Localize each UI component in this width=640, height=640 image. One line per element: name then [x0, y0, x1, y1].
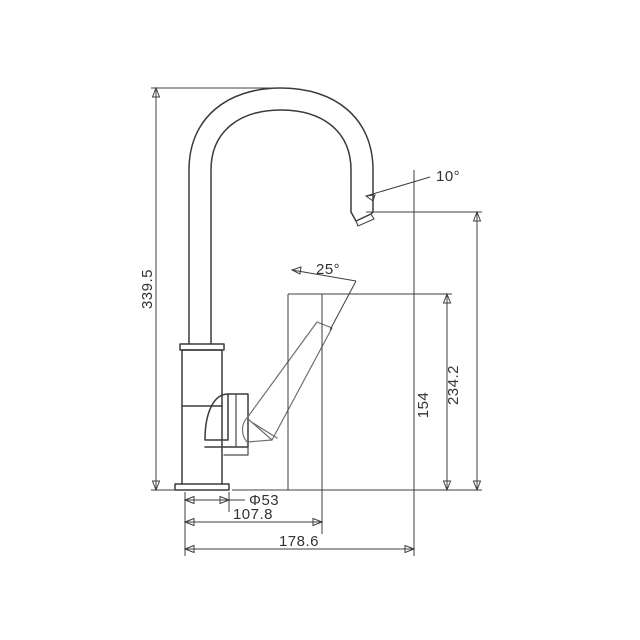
base-plate-outline — [174, 483, 230, 491]
spout-riser-left-outline — [188, 87, 374, 345]
arrow-body-height-bottom — [442, 480, 452, 492]
base-diameter-label: Φ53 — [249, 492, 279, 509]
body-lower-outline — [181, 405, 223, 485]
total-height-label: 339.5 — [139, 269, 156, 309]
arrow-spout-height-top — [472, 210, 482, 222]
spout-outlet-edge — [355, 213, 375, 227]
arrow-outlet-angle — [364, 194, 376, 202]
arrow-body-height-top — [442, 292, 452, 304]
body-collar-outline — [179, 343, 225, 351]
arrow-reach-right — [404, 544, 416, 554]
arrow-spout-height-bottom — [472, 480, 482, 492]
arrow-total-height-top — [151, 86, 161, 98]
arrow-lever-angle — [290, 266, 302, 275]
arrow-base-offset-left — [183, 517, 195, 527]
reach-label: 178.6 — [279, 533, 319, 550]
handle-base-outline — [223, 446, 249, 456]
lever-handle-outline — [246, 321, 333, 441]
arrow-total-height-bottom — [151, 480, 161, 492]
body-height-label: 154 — [415, 392, 432, 419]
handle-dome-outline — [204, 393, 229, 441]
arrow-base-dia-left — [183, 495, 195, 505]
handle-dome-right-outline — [204, 393, 249, 448]
spout-outlet-outline — [350, 211, 374, 222]
body-upper-outline — [181, 349, 223, 407]
dimension-lines-group: 339.5 234.2 154 Φ53 107.8 — [139, 86, 482, 556]
lever-handle-cap — [241, 417, 273, 443]
faucet-outline-group — [174, 87, 375, 491]
lever-angle-label: 25° — [316, 261, 340, 278]
outlet-angle-label: 10° — [436, 168, 460, 185]
leader-lever-angle — [291, 269, 357, 282]
arrow-base-dia-right — [219, 495, 231, 505]
lever-handle-inner — [252, 422, 278, 439]
arrow-reach-left — [183, 544, 195, 554]
base-offset-label: 107.8 — [233, 506, 273, 523]
leader-lever-angle-diag — [329, 280, 357, 331]
leader-outlet-angle — [365, 176, 431, 197]
spout-riser-right-outline — [210, 109, 352, 345]
spout-height-label: 234.2 — [445, 365, 462, 405]
arrow-base-offset-right — [312, 517, 324, 527]
